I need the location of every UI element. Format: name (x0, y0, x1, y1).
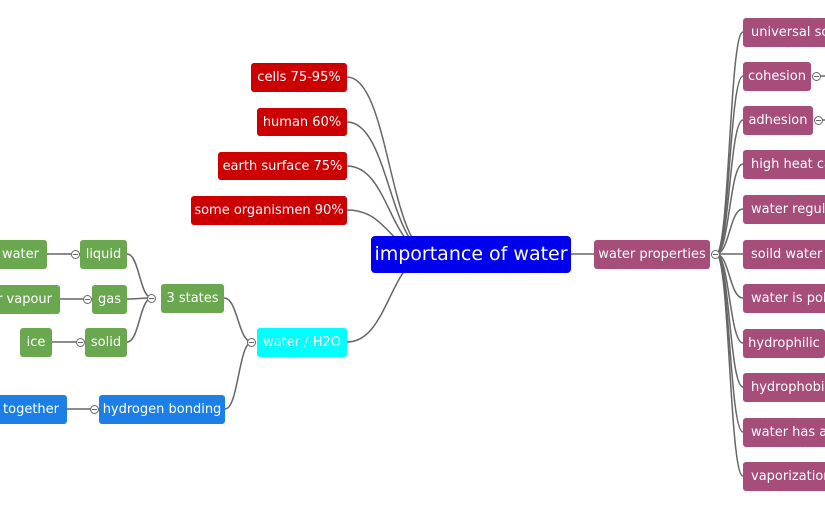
root-node[interactable]: importance of water (371, 236, 571, 273)
collapse-toggle-3states-icon[interactable] (147, 294, 156, 303)
connector-prop-0 (715, 31, 744, 255)
collapse-toggle-solid-icon[interactable] (76, 338, 85, 347)
property-node-high-heat-capacity[interactable]: high heat ca (743, 150, 825, 179)
state-node-liquid[interactable]: liquid (80, 240, 127, 269)
collapse-toggle-hbond-icon[interactable] (90, 405, 99, 414)
collapse-toggle-adhesion-icon[interactable] (814, 116, 823, 125)
connector-prop-7 (715, 253, 744, 344)
connector-3states-0 (126, 253, 153, 299)
collapse-toggle-gas-icon[interactable] (83, 295, 92, 304)
property-node-hydrophobic[interactable]: hydrophobic (743, 373, 825, 402)
fact-node-earth-surface[interactable]: earth surface 75% (218, 152, 347, 180)
state-node-gas[interactable]: gas (92, 285, 127, 314)
hydrogen-bonding-node[interactable]: hydrogen bonding (99, 395, 225, 424)
connector-h2o-hbond (224, 341, 253, 410)
collapse-toggle-liquid-icon[interactable] (71, 250, 80, 259)
connector-prop-1 (715, 75, 744, 255)
example-node-water[interactable]: water (0, 240, 47, 269)
property-node-universal-solvent[interactable]: universal sol (743, 18, 825, 47)
property-node-water-is-polar[interactable]: water is pola (743, 284, 825, 313)
detail-node-together[interactable]: k together (0, 395, 67, 424)
property-node-vaporization[interactable]: vaporization (743, 462, 825, 491)
property-node-water-has-a[interactable]: water has a (743, 418, 825, 447)
property-node-cohesion[interactable]: cohesion (743, 62, 811, 91)
connector-h2o-3states (223, 297, 253, 343)
three-states-node[interactable]: 3 states (161, 284, 224, 313)
collapse-toggle-properties-icon[interactable] (711, 250, 720, 259)
property-node-hydrophilic[interactable]: hydrophilic (743, 329, 825, 358)
example-node-ice[interactable]: ice (20, 328, 52, 357)
connector-3states-2 (126, 297, 153, 343)
connector-prop-10 (715, 253, 744, 477)
connector-prop-3 (715, 163, 744, 255)
water-properties-node[interactable]: water properties (594, 240, 710, 269)
fact-node-cells[interactable]: cells 75-95% (251, 63, 347, 92)
water-h2o-node[interactable]: water / H2O (257, 328, 347, 357)
property-node-solid-water[interactable]: soild water i (743, 240, 825, 269)
collapse-toggle-h2o-icon[interactable] (247, 338, 256, 347)
collapse-toggle-cohesion-icon[interactable] (812, 72, 821, 81)
connector-prop-9 (715, 253, 744, 433)
state-node-solid[interactable]: solid (85, 328, 127, 357)
property-node-water-regulates[interactable]: water regula (743, 195, 825, 224)
connector-prop-2 (715, 119, 744, 255)
property-node-adhesion[interactable]: adhesion (743, 106, 813, 135)
fact-node-human[interactable]: human 60% (257, 108, 347, 136)
example-node-vapour[interactable]: r vapour (0, 285, 60, 314)
connector-root-left-0 (346, 76, 433, 255)
connector-root-left-1 (346, 121, 433, 255)
fact-node-organisms[interactable]: some organismen 90% (191, 196, 347, 225)
